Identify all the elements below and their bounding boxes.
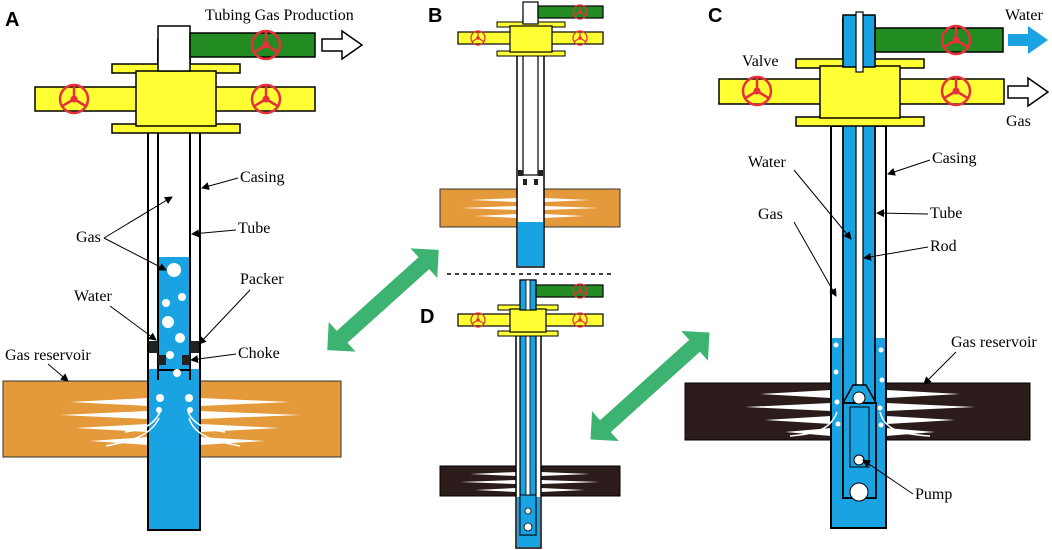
choke [158, 355, 166, 365]
fracture-lines [60, 398, 300, 445]
panel-label-a: A [5, 9, 19, 31]
label-valve: Valve [742, 53, 778, 70]
casing-water [149, 369, 199, 529]
gas-output-arrow [321, 29, 364, 61]
panel-c: C Water Valve Gas Water Casing Gas Tube … [684, 5, 1050, 529]
label-water: Water [748, 154, 786, 171]
label-tube: Tube [930, 205, 962, 222]
label-rod: Rod [930, 238, 957, 255]
panel-label-c: C [708, 5, 722, 27]
packer [190, 341, 199, 353]
double-arrow-c-d [590, 330, 710, 442]
label-tube: Tube [238, 220, 270, 237]
label-tubing-gas-production: Tubing Gas Production [205, 7, 354, 24]
packer [149, 341, 158, 353]
pump [519, 494, 537, 536]
panel-label-b: B [428, 5, 442, 27]
label-casing: Casing [932, 150, 976, 167]
label-water-output: Water [1005, 7, 1043, 24]
label-gas: Gas [758, 206, 783, 223]
water-output-pipe [874, 27, 1004, 53]
label-gas-reservoir: Gas reservoir [5, 347, 91, 364]
label-choke: Choke [238, 345, 280, 362]
panel-a: A Tubing Gas Production Casing Gas Tube … [2, 7, 364, 531]
label-pump: Pump [915, 486, 952, 503]
panel-b: B [428, 1, 621, 268]
label-water: Water [74, 288, 112, 305]
casing-water [518, 222, 543, 266]
wellhead-body [819, 65, 901, 119]
gas-bubbles [833, 342, 885, 428]
label-casing: Casing [240, 169, 284, 186]
panel-label-d: D [420, 306, 434, 328]
label-packer: Packer [240, 271, 284, 288]
label-gas-reservoir: Gas reservoir [951, 334, 1037, 351]
wellhead-body [135, 70, 217, 127]
tubing-head [157, 25, 191, 72]
gas-output-arrow [1007, 76, 1050, 108]
label-gas-output: Gas [1006, 113, 1031, 130]
label-gas: Gas [76, 229, 101, 246]
water-output-arrow [1008, 26, 1048, 54]
gas-flow-arrows [105, 411, 241, 447]
choke [182, 355, 190, 365]
panel-d: D [420, 279, 621, 549]
gas-bubbles [156, 263, 193, 413]
double-arrow-a-b [327, 248, 439, 352]
